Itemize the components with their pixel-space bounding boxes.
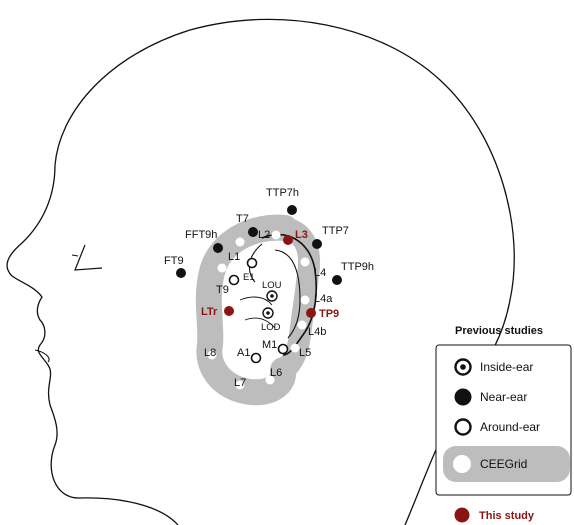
legend-item-inside-ear: Inside-ear — [456, 360, 534, 375]
label-L4a: L4a — [314, 293, 333, 305]
label-TP9: TP9 — [319, 308, 339, 320]
label-LOU: LOU — [262, 280, 282, 291]
legend-item-around-ear: Around-ear — [456, 420, 541, 435]
label-TTP9h: TTP9h — [341, 261, 374, 273]
inside-ear-electrodes — [263, 291, 277, 318]
label-L1: L1 — [228, 251, 240, 263]
label-T9: T9 — [216, 284, 229, 296]
electrode-T7 — [248, 227, 258, 237]
electrode-LTr — [224, 306, 234, 316]
legend-item-ceegrid: CEEGrid — [443, 446, 570, 482]
label-A1: A1 — [237, 347, 250, 359]
legend-title: Previous studies — [455, 325, 543, 337]
ceegrid-dot-L4b — [298, 321, 307, 330]
white-dot-on-grey-icon — [453, 455, 471, 473]
electrode-A1 — [252, 354, 261, 363]
label-FFT9h: FFT9h — [185, 229, 217, 241]
electrode-TTP7h — [287, 205, 297, 215]
open-circle-icon — [456, 420, 471, 435]
ceegrid-dot — [218, 264, 227, 273]
label-T7: T7 — [236, 213, 249, 225]
legend-item-this-study: This study — [455, 508, 535, 523]
label-E1: E1 — [243, 272, 255, 283]
label-L7: L7 — [234, 377, 246, 389]
electrode-FT9 — [176, 268, 186, 278]
label-L5: L5 — [299, 347, 311, 359]
ceegrid-dot-L4a — [301, 296, 310, 305]
legend-label-inside-ear: Inside-ear — [480, 360, 533, 374]
dark-red-dot-icon — [455, 508, 470, 523]
electrode-T9 — [230, 276, 239, 285]
label-L4: L4 — [314, 267, 326, 279]
ceegrid-dot — [236, 238, 245, 247]
label-L6: L6 — [270, 367, 282, 379]
label-L8: L8 — [204, 347, 216, 359]
ceegrid-dot-L2 — [272, 231, 281, 240]
label-TTP7: TTP7 — [322, 225, 349, 237]
label-M1: M1 — [262, 339, 277, 351]
label-LTr: LTr — [201, 306, 218, 318]
eye-icon — [75, 245, 102, 270]
label-LOD: LOD — [261, 322, 281, 333]
electrode-L3 — [283, 235, 293, 245]
nostril — [35, 350, 49, 362]
electrode-FFT9h — [213, 243, 223, 253]
legend-item-near-ear: Near-ear — [455, 389, 528, 406]
label-TTP7h: TTP7h — [266, 187, 299, 199]
legend-label-near-ear: Near-ear — [480, 390, 527, 404]
eyebrow — [72, 255, 78, 256]
legend-label-around-ear: Around-ear — [480, 420, 540, 434]
ceegrid-dot-L4 — [301, 258, 310, 267]
label-L4b: L4b — [308, 326, 326, 338]
electrode-L1 — [248, 259, 257, 268]
electrode-TTP9h — [332, 275, 342, 285]
legend-label-ceegrid: CEEGrid — [480, 457, 527, 471]
electrode-M1 — [279, 345, 288, 354]
legend-label-this-study: This study — [479, 510, 535, 522]
label-FT9: FT9 — [164, 255, 184, 267]
electrode-TP9 — [306, 308, 316, 318]
filled-circle-icon — [455, 389, 472, 406]
electrode-TTP7 — [312, 239, 322, 249]
label-L3: L3 — [295, 229, 308, 241]
label-L2: L2 — [258, 229, 270, 241]
